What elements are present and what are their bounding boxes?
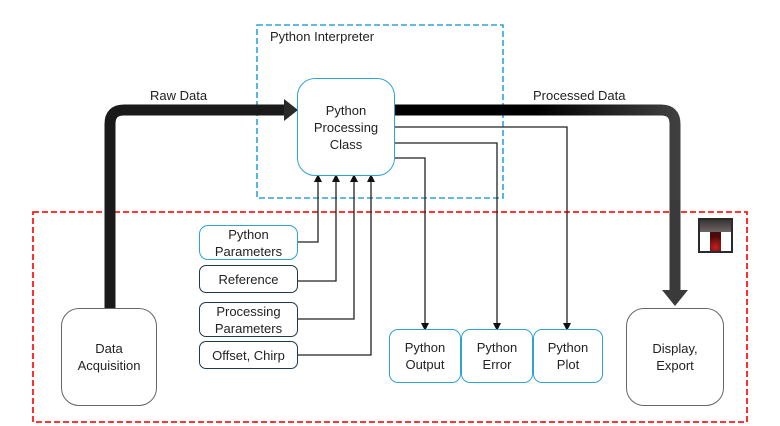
processed-data-label: Processed Data: [533, 88, 626, 103]
offset-chirp-node[interactable]: Offset, Chirp: [199, 341, 298, 369]
python-plot-node[interactable]: Python Plot: [533, 329, 603, 383]
system-container: [32, 211, 748, 423]
python-error-node[interactable]: Python Error: [461, 329, 533, 383]
python-interpreter-label: Python Interpreter: [270, 29, 375, 44]
reference-node[interactable]: Reference: [199, 265, 298, 293]
output-line-output: [395, 157, 429, 331]
input-line-reference: [298, 174, 340, 282]
python-parameters-node[interactable]: Python Parameters: [199, 225, 298, 260]
logo-top-bar: [700, 220, 731, 232]
output-line-plot: [395, 126, 571, 331]
processed-data-arrowhead: [662, 290, 688, 306]
logo-stem: [710, 232, 721, 251]
raw-data-label: Raw Data: [150, 88, 208, 103]
input-line-processing-parameters: [298, 174, 358, 320]
processed-data-arrow: [395, 104, 681, 292]
data-acquisition-node[interactable]: Data Acquisition: [61, 308, 157, 406]
raw-data-arrow: [104, 104, 286, 310]
raw-data-arrowhead: [284, 99, 298, 121]
display-export-node[interactable]: Display, Export: [626, 308, 724, 406]
input-line-offset-chirp: [298, 174, 375, 356]
output-line-error: [395, 142, 501, 331]
input-line-python-parameters: [298, 174, 322, 243]
app-logo-icon: [698, 218, 733, 253]
python-processing-class-node[interactable]: Python Processing Class: [297, 78, 395, 176]
python-output-node[interactable]: Python Output: [389, 329, 461, 383]
processing-parameters-node[interactable]: Processing Parameters: [199, 302, 298, 337]
